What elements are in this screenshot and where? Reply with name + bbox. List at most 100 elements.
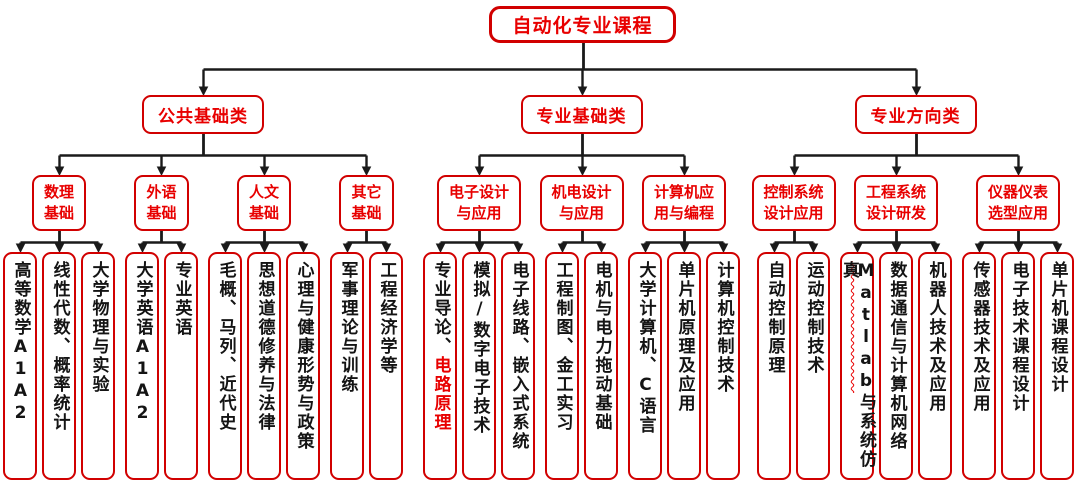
course-label: 运动控制技术 — [803, 261, 824, 375]
course-label: 单片机原理及应用 — [675, 261, 695, 413]
course-label-segment: 模拟/数字电子技术 — [469, 261, 490, 435]
subcategory-node: 人文基础 — [236, 175, 291, 231]
course-label: 大学英语A1A2 — [133, 261, 153, 425]
course-label-misspelled: Matlab — [856, 261, 876, 393]
course-node: 工程经济学等 — [369, 252, 403, 480]
course-label-segment: 心理与健康形势与政策 — [293, 261, 314, 451]
course-label: 大学物理与实验 — [89, 261, 109, 394]
course-node: 大学英语A1A2 — [125, 252, 159, 480]
subcategory-label-line: 计算机应 — [653, 183, 714, 201]
course-node: 电子技术课程设计 — [1001, 252, 1035, 480]
subcategory-label-line: 用与编程 — [653, 204, 714, 222]
course-row: 专业导论、电路原理模拟/数字电子技术电子线路、嵌入式系统 — [423, 252, 535, 480]
course-family: 数理基础高等数学A1A2 线性代数、概率统计大学物理与实验 — [3, 175, 115, 480]
subcategory-label-line: 工程系统 — [865, 183, 926, 201]
subcategory-label-line: 人文 — [248, 183, 279, 201]
category-node: 专业基础类 — [520, 95, 643, 134]
course-node: 军事理论与训练 — [330, 252, 364, 480]
root-node: 自动化专业课程 — [489, 6, 676, 43]
course-label: 思想道德修养与法律 — [254, 261, 275, 432]
course-row: 毛概、马列、近代史思想道德修养与法律心理与健康形势与政策 — [208, 252, 320, 480]
course-node: 大学计算机、C语言 — [628, 252, 662, 480]
subcategory-node: 其它基础 — [339, 175, 394, 231]
course-node: 心理与健康形势与政策 — [286, 252, 320, 480]
category-node: 专业方向类 — [854, 95, 977, 134]
course-label-segment: 专业导论、 — [430, 261, 451, 356]
course-node: 机器人技术及应用 — [918, 252, 952, 480]
subcategory-node: 控制系统设计应用 — [751, 175, 836, 231]
subcategory-node: 机电设计与应用 — [539, 175, 624, 231]
course-node: 线性代数、概率统计 — [42, 252, 76, 480]
course-row: 高等数学A1A2 线性代数、概率统计大学物理与实验 — [3, 252, 115, 480]
course-family: 控制系统设计应用自动控制原理运动控制技术 — [751, 175, 836, 480]
course-node: 毛概、马列、近代史 — [208, 252, 242, 480]
root-node-label: 自动化专业课程 — [512, 15, 653, 37]
course-row: 传感器技术及应用电子技术课程设计单片机课程设计 — [962, 252, 1074, 480]
course-row: 自动控制原理运动控制技术 — [757, 252, 830, 480]
course-label-segment: 计算机控制技术 — [713, 261, 734, 394]
course-label-segment: 运动控制技术 — [803, 261, 824, 375]
subcategory-label-line: 基础 — [351, 204, 382, 222]
course-label: 线性代数、概率统计 — [49, 261, 70, 432]
course-node: 高等数学A1A2 — [3, 252, 37, 480]
course-node: 模拟/数字电子技术 — [462, 252, 496, 480]
course-node: 思想道德修养与法律 — [247, 252, 281, 480]
subcategory-label-line: 外语 — [146, 183, 177, 201]
subcategory-label-line: 数理 — [43, 183, 74, 201]
course-row: Matlab与系统仿真数据通信与计算机网络机器人技术及应用 — [839, 252, 952, 480]
course-label: 传感器技术及应用 — [969, 261, 990, 413]
course-family: 仪器仪表选型应用传感器技术及应用电子技术课程设计单片机课程设计 — [962, 175, 1074, 480]
course-label-segment: 与系统仿真 — [839, 261, 876, 469]
course-node: 电子线路、嵌入式系统 — [501, 252, 535, 480]
course-label-segment: 专业英语 — [171, 261, 192, 337]
course-label: 高等数学A1A2 — [10, 261, 31, 425]
course-label-segment: 高等数学A1A2 — [10, 261, 31, 425]
course-label: 工程制图、金工实习 — [552, 261, 573, 432]
subcategory-label-line: 设计研发 — [865, 204, 926, 222]
course-label-segment: 工程经济学等 — [376, 261, 397, 375]
course-label: 机器人技术及应用 — [925, 261, 946, 413]
subcategory-label-line: 仪器仪表 — [987, 183, 1048, 201]
course-label-segment: 机器人技术及应用 — [925, 261, 946, 413]
course-label: 自动控制原理 — [765, 261, 785, 375]
course-label-segment: 电子技术课程设计 — [1008, 261, 1029, 413]
subcategory-node: 数理基础 — [31, 175, 86, 231]
course-node: 大学物理与实验 — [81, 252, 115, 480]
subcategory-node: 电子设计与应用 — [436, 175, 521, 231]
course-label-segment: 传感器技术及应用 — [969, 261, 990, 413]
course-label-segment: 大学计算机、C语言 — [635, 261, 656, 435]
course-label-segment: 思想道德修养与法律 — [254, 261, 275, 432]
course-label: 电机与电力拖动基础 — [591, 261, 612, 432]
course-label: 专业英语 — [171, 261, 192, 337]
course-family: 其它基础军事理论与训练工程经济学等 — [330, 175, 403, 480]
course-label-segment: 线性代数、概率统计 — [49, 261, 70, 432]
branch-column: 专业基础类电子设计与应用专业导论、电路原理模拟/数字电子技术电子线路、嵌入式系统… — [423, 95, 740, 480]
course-label-segment: 电机与电力拖动基础 — [591, 261, 612, 432]
course-row: 工程制图、金工实习电机与电力拖动基础 — [545, 252, 618, 480]
course-label-segment: 军事理论与训练 — [337, 261, 358, 394]
course-node: Matlab与系统仿真 — [839, 252, 876, 480]
subcategory-node: 计算机应用与编程 — [641, 175, 726, 231]
course-label: 模拟/数字电子技术 — [469, 261, 490, 435]
course-row: 军事理论与训练工程经济学等 — [330, 252, 403, 480]
course-label-segment: 数据通信与计算机网络 — [886, 261, 907, 451]
branch-column: 专业方向类控制系统设计应用自动控制原理运动控制技术 工程系统设计研发 Matlab与… — [751, 95, 1074, 480]
subcategory-label-line: 基础 — [248, 204, 279, 222]
course-row: 大学英语A1A2 专业英语 — [125, 252, 198, 480]
subcategory-label-line: 与应用 — [559, 204, 605, 222]
subcategory-node: 仪器仪表选型应用 — [975, 175, 1060, 231]
course-label-segment: 工程制图、金工实习 — [552, 261, 573, 432]
course-label: 电子技术课程设计 — [1008, 261, 1029, 413]
course-row: 大学计算机、C语言单片机原理及应用计算机控制技术 — [628, 252, 740, 480]
course-label: 毛概、马列、近代史 — [216, 261, 236, 432]
course-node: 数据通信与计算机网络 — [879, 252, 913, 480]
course-family: 人文基础毛概、马列、近代史思想道德修养与法律心理与健康形势与政策 — [208, 175, 320, 480]
category-node: 公共基础类 — [142, 95, 264, 134]
course-family: 计算机应用与编程大学计算机、C语言单片机原理及应用计算机控制技术 — [628, 175, 740, 480]
course-label: 大学计算机、C语言 — [635, 261, 656, 435]
course-family: 机电设计与应用工程制图、金工实习电机与电力拖动基础 — [539, 175, 624, 480]
